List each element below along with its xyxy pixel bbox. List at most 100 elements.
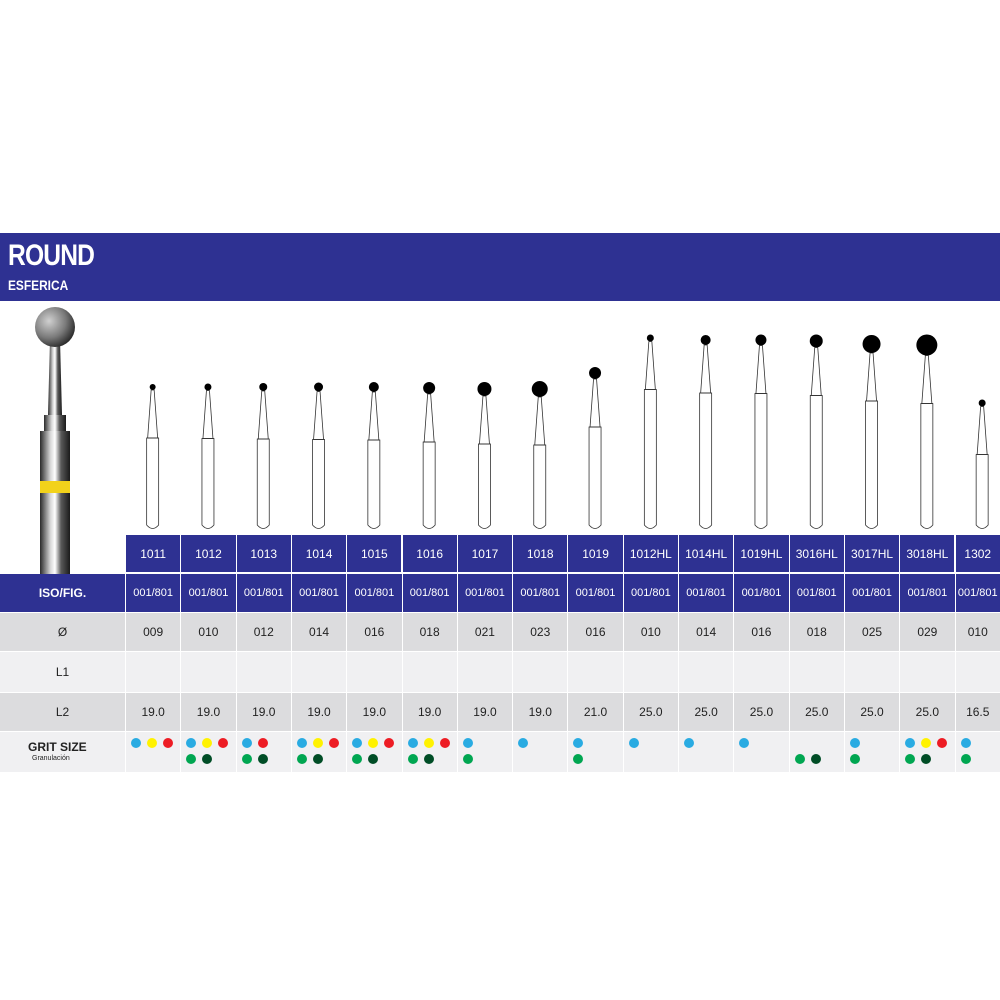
diameter-cell: 012 — [235, 613, 291, 651]
bur-profile-3017HL — [862, 335, 881, 529]
iso-cell: 001/801 — [567, 574, 622, 612]
iso-cell: 001/801 — [733, 574, 788, 612]
iso-cell: 001/801 — [290, 574, 346, 612]
l2-cell: 19.0 — [125, 693, 180, 731]
bur-profile-3016HL — [809, 334, 823, 529]
l1-cell — [512, 652, 567, 692]
grit-size-row: GRIT SIZE Granulación — [0, 732, 1000, 772]
diameter-cell: 016 — [567, 613, 622, 651]
l2-cell: 25.0 — [678, 693, 733, 731]
grit-red-dot-icon — [937, 738, 948, 748]
bur-profile-1019HL — [754, 334, 768, 529]
grit-green-dot-icon — [407, 754, 418, 764]
bur-profile-drawings — [146, 334, 989, 529]
l1-cell — [401, 652, 457, 692]
grit-yellow-dot-icon — [368, 738, 379, 748]
grit-size-cell — [290, 732, 346, 772]
l2-label: L2 — [55, 705, 70, 719]
grit-blue-dot-icon — [296, 738, 307, 748]
grit-blue-dot-icon — [849, 738, 860, 748]
iso-cell: 001/801 — [235, 574, 291, 612]
l1-cell — [954, 652, 1000, 692]
bur-profile-1017 — [477, 382, 492, 529]
diameter-cell: 018 — [401, 613, 457, 651]
diameter-cell: 025 — [843, 613, 899, 651]
bur-code-cell: 1012HL — [622, 535, 678, 572]
l1-cell — [788, 652, 844, 692]
iso-cell: 001/801 — [401, 574, 457, 612]
grit-yellow-dot-icon — [312, 738, 323, 748]
grit-green-dot-icon — [241, 754, 252, 764]
bur-code-cell: 1012 — [180, 535, 236, 572]
diameter-cell: 009 — [125, 613, 180, 651]
bur-profile-1012HL — [643, 334, 657, 529]
l1-row: L1 — [0, 652, 1000, 692]
diameter-cell: 010 — [622, 613, 678, 651]
diameter-cell: 023 — [512, 613, 567, 651]
grit-yellow-dot-icon — [921, 738, 932, 748]
bur-code-cell: 3018HL — [899, 535, 955, 572]
diameter-cell: 016 — [346, 613, 401, 651]
l1-cell — [290, 652, 346, 692]
bur-code-cell: 1016 — [401, 535, 457, 572]
grit-blue-dot-icon — [518, 738, 529, 748]
l1-cell — [180, 652, 235, 692]
diameter-label: Ø — [57, 625, 68, 639]
iso-cell: 001/801 — [843, 574, 899, 612]
l1-label: L1 — [55, 665, 70, 679]
iso-label: ISO/FIG. — [38, 586, 87, 600]
grit-green-dot-icon — [296, 754, 307, 764]
grit-dark-green-dot-icon — [312, 754, 323, 764]
title-banner: ROUND ESFERICA — [0, 233, 1000, 301]
grit-blue-dot-icon — [684, 738, 694, 748]
l1-cell — [899, 652, 954, 692]
bur-code-cell: 1019HL — [733, 535, 789, 572]
iso-cell: 001/801 — [125, 574, 180, 612]
grit-green-dot-icon — [462, 754, 473, 764]
grit-size-cell — [843, 732, 899, 772]
grit-blue-dot-icon — [131, 738, 141, 748]
grit-red-dot-icon — [384, 738, 395, 748]
diameter-cell: 014 — [678, 613, 733, 651]
l1-cell — [733, 652, 788, 692]
iso-cell: 001/801 — [899, 574, 954, 612]
diameter-cell: 010 — [180, 613, 235, 651]
l2-cell: 19.0 — [346, 693, 401, 731]
grit-green-dot-icon — [905, 754, 916, 764]
grit-blue-dot-icon — [407, 738, 418, 748]
bur-code-cell: 1011 — [125, 535, 181, 572]
l1-cell — [843, 652, 899, 692]
page-subtitle: ESFERICA — [8, 277, 69, 293]
grit-size-cell — [899, 732, 954, 772]
grit-dark-green-dot-icon — [257, 754, 268, 764]
l1-cell — [346, 652, 401, 692]
l2-cell: 25.0 — [733, 693, 788, 731]
diameter-cell: 021 — [456, 613, 512, 651]
grit-red-dot-icon — [163, 738, 173, 748]
grit-yellow-dot-icon — [147, 738, 157, 748]
grit-size-cell — [733, 732, 788, 772]
iso-cell: 001/801 — [180, 574, 235, 612]
l2-cell: 25.0 — [788, 693, 844, 731]
l2-cell: 25.0 — [622, 693, 678, 731]
bur-code-cell: 1013 — [235, 535, 291, 572]
diameter-cell: 018 — [788, 613, 844, 651]
l2-cell: 19.0 — [512, 693, 567, 731]
grit-red-dot-icon — [439, 738, 450, 748]
l1-cell — [235, 652, 291, 692]
bur-code-cell: 1015 — [346, 535, 402, 572]
l2-cell: 19.0 — [290, 693, 346, 731]
grit-blue-dot-icon — [462, 738, 473, 748]
l2-cell: 19.0 — [401, 693, 457, 731]
grit-size-cell — [125, 732, 180, 772]
grit-dark-green-dot-icon — [423, 754, 434, 764]
grit-size-label: GRIT SIZE — [28, 740, 87, 754]
iso-cell: 001/801 — [512, 574, 567, 612]
l2-cell: 19.0 — [456, 693, 512, 731]
bur-profile-1011 — [146, 384, 160, 529]
grit-yellow-dot-icon — [423, 738, 434, 748]
diameter-cell: 010 — [954, 613, 1000, 651]
bur-profile-1013 — [256, 383, 270, 529]
bur-code-cell: 1017 — [456, 535, 513, 572]
